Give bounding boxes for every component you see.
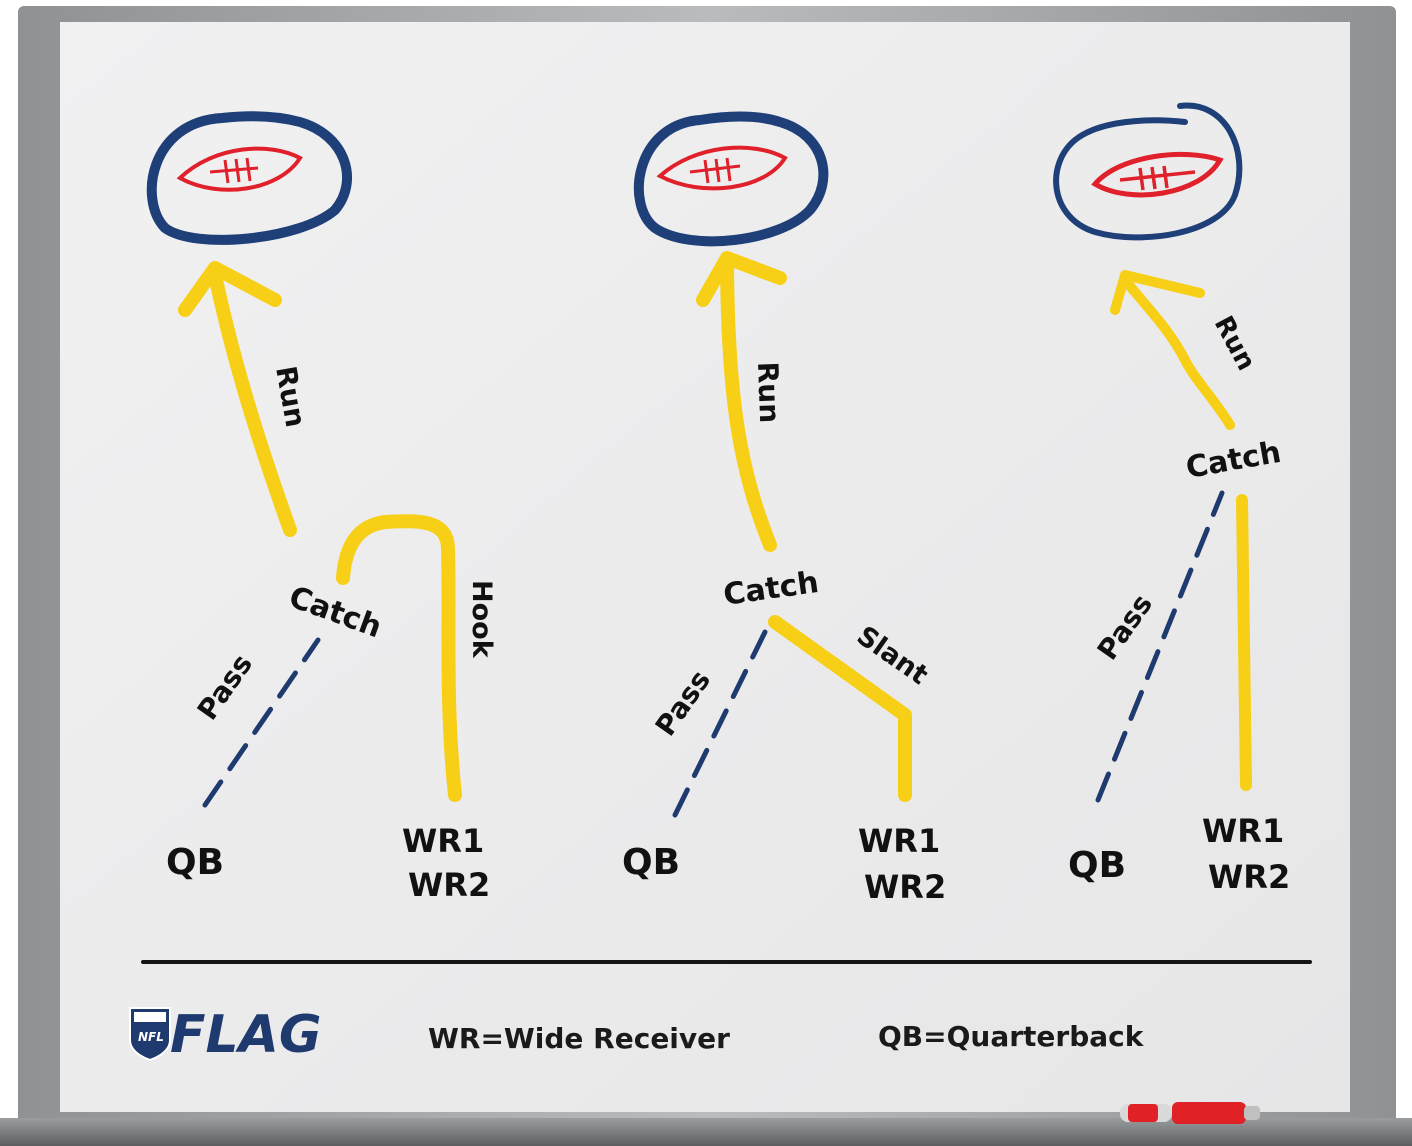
run-route <box>1120 275 1235 430</box>
logo-badge-text: NFL <box>138 1030 164 1044</box>
slant-route <box>768 615 912 802</box>
logo-word: FLAG <box>170 1005 322 1065</box>
wr2-label: WR2 <box>408 866 490 904</box>
arrowhead <box>1110 270 1205 315</box>
football-icon <box>1053 102 1243 241</box>
marker-icon <box>1120 1102 1260 1124</box>
legend-wr: WR=Wide Receiver <box>428 1022 730 1055</box>
straight-route <box>1236 494 1252 791</box>
qb-label: QB <box>622 842 680 883</box>
arrowhead <box>178 261 282 317</box>
wr2-label: WR2 <box>1208 858 1290 896</box>
run-route <box>720 258 777 552</box>
hook-route <box>336 514 462 802</box>
football-icon <box>633 111 829 247</box>
qb-label: QB <box>1068 845 1126 886</box>
football-icon <box>146 111 353 245</box>
run-label: Run <box>751 361 786 424</box>
qb-label: QB <box>166 842 224 883</box>
play-3: Run Catch Pass QB WR1 WR2 <box>1053 102 1290 896</box>
wr2-label: WR2 <box>864 868 946 906</box>
run-route <box>208 268 297 537</box>
nfl-flag-logo: NFL FLAG <box>129 1005 322 1065</box>
wr1-label: WR1 <box>858 822 940 860</box>
legend-qb: QB=Quarterback <box>878 1020 1145 1053</box>
wr1-label: WR1 <box>1202 812 1284 850</box>
pass-line <box>672 629 768 818</box>
pass-line <box>1095 490 1225 803</box>
wr1-label: WR1 <box>402 822 484 860</box>
route-label: Hook <box>466 580 497 659</box>
pass-line <box>202 637 321 808</box>
arrowhead <box>696 251 787 307</box>
play-2: Run Catch Slant Pass QB WR1 WR2 <box>622 111 946 906</box>
board-surface <box>60 22 1350 1112</box>
